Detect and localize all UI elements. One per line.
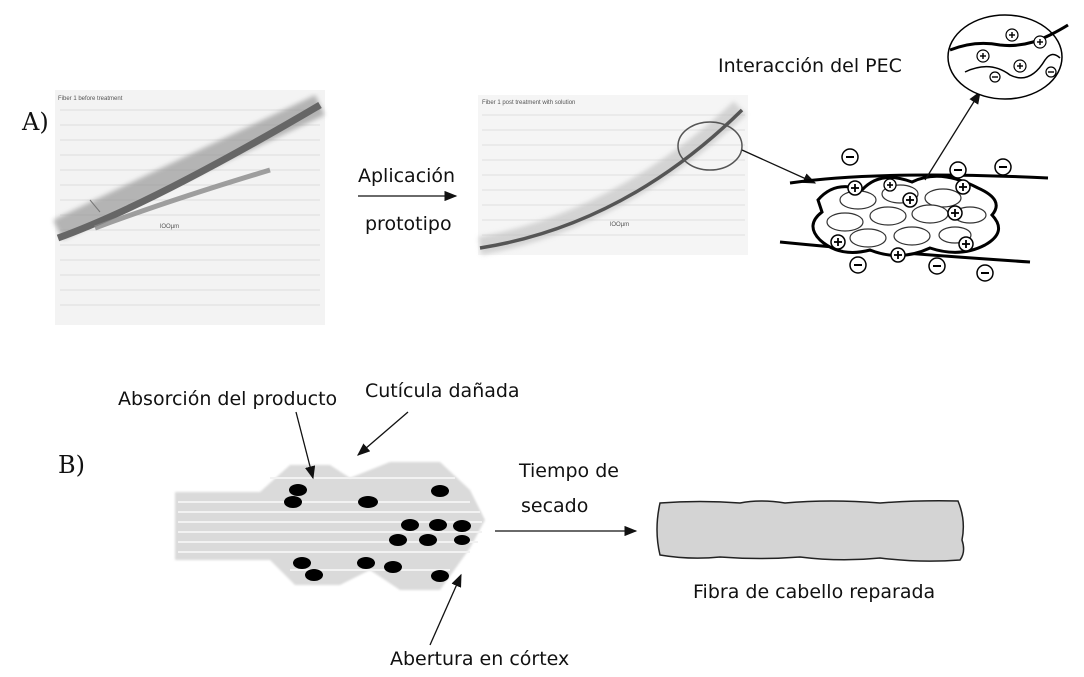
micrograph-after-caption: Fiber 1 post treatment with solution <box>482 100 575 106</box>
repaired-fiber <box>656 500 965 562</box>
cuticle-arrow-icon <box>357 411 409 456</box>
cortex-label: Abertura en córtex <box>390 648 569 670</box>
pec-interaction-label: Interacción del PEC <box>718 55 902 77</box>
cortex-arrow-icon <box>429 573 462 646</box>
absorption-label: Absorción del producto <box>118 388 337 410</box>
panel-label-a: A) <box>21 108 49 136</box>
micrograph-after-scale: lOOµm <box>610 222 629 228</box>
zoom-arrow-icon <box>741 149 817 184</box>
zoom-circle <box>677 121 743 171</box>
panel-label-b: B) <box>58 451 85 479</box>
micrograph-before-scale: lOOµm <box>160 224 179 230</box>
micrograph-after: Fiber 1 post treatment with solution lOO… <box>478 95 748 255</box>
pec-inset <box>947 14 1069 100</box>
negative-charge-icon <box>841 148 1012 282</box>
cuticle-label: Cutícula dañada <box>365 380 520 402</box>
drying-label-bottom: secado <box>521 495 588 517</box>
application-label: Aplicación <box>358 165 455 187</box>
drying-label-top: Tiempo de <box>518 460 619 482</box>
absorption-arrow-icon <box>295 411 316 480</box>
inset-arrow-icon <box>924 90 981 181</box>
pec-schematic <box>779 148 1049 282</box>
prototype-label: prototipo <box>365 213 452 235</box>
repaired-fiber-label: Fibra de cabello reparada <box>693 581 935 603</box>
inset-charge-icons <box>976 28 1057 83</box>
positive-charge-icon <box>830 178 974 263</box>
micrograph-before-caption: Fiber 1 before treatment <box>58 96 123 102</box>
damaged-fiber <box>175 462 485 590</box>
micrograph-before: Fiber 1 before treatment lOOµm <box>53 90 325 325</box>
pec-cells <box>826 184 987 248</box>
product-particles <box>284 484 471 582</box>
